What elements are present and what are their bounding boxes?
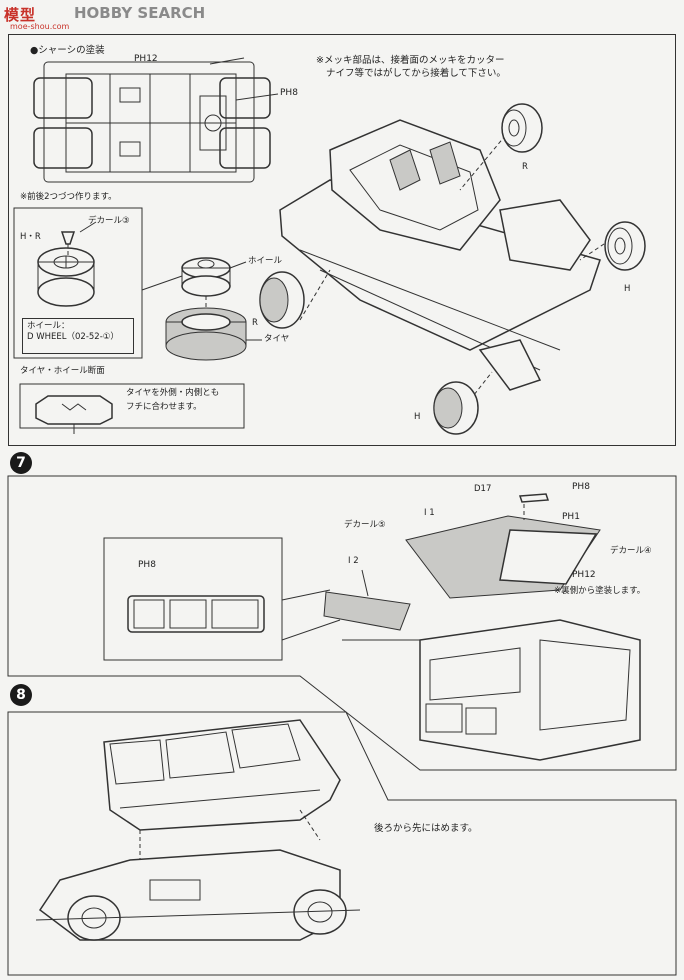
color-code-ph12-b: PH12: [572, 570, 596, 580]
chassis-assembly-view: [279, 119, 611, 401]
site-logo-en: HOBBY SEARCH: [74, 4, 206, 22]
windows-and-roof-view: [323, 493, 601, 631]
wheel-label: ホイール: [248, 256, 283, 266]
site-logo-url: moe-shou.com: [10, 22, 70, 31]
r-label-2: R: [252, 318, 258, 328]
wheel-exploded-view: [13, 207, 262, 434]
wheel-info-line1: ホイール：: [27, 321, 70, 331]
step-8-number: 8: [10, 684, 32, 706]
section-note-line2: フチに合わせます。: [126, 402, 202, 412]
step6-panel: [8, 34, 676, 446]
chassis-bottom-view: [33, 57, 279, 183]
part-i1-label: I 1: [424, 508, 435, 518]
decal-3-label: デカール③: [88, 216, 130, 226]
part-i2-label: I 2: [348, 556, 359, 566]
body-shell-view: [342, 619, 641, 761]
part-d17-label: D17: [474, 484, 492, 494]
window-color-code-ph8: PH8: [138, 560, 156, 570]
color-code-ph8: PH8: [280, 88, 298, 98]
chrome-note-line1: ※メッキ部品は、接着面のメッキをカッター: [316, 55, 505, 66]
step7-panel-outline: [7, 475, 677, 771]
h-label-2: H: [414, 412, 421, 422]
step8-panel-outline: [7, 711, 677, 976]
tire-front-left: [433, 381, 479, 435]
wheel-info-line2: D WHEEL（02-52-①）: [27, 332, 119, 342]
color-code-ph12: PH12: [134, 54, 158, 64]
chassis-paint-label: ●シャーシの塗装: [30, 45, 105, 56]
step-7-number: 7: [10, 452, 32, 474]
make-two-note: ※前後2つづつ作ります。: [20, 192, 117, 202]
body-assembly-view: [35, 719, 361, 941]
tire-rear-right: [501, 103, 543, 153]
color-code-ph1: PH1: [562, 512, 580, 522]
site-logo-cn: 模型: [4, 6, 37, 24]
color-code-ph8-b: PH8: [572, 482, 590, 492]
chrome-note-line2: ナイフ等ではがしてから接着して下さい。: [326, 68, 506, 79]
window-detail-box: [103, 537, 341, 661]
h-label-1: H: [624, 284, 631, 294]
hr-label: H・R: [20, 232, 41, 242]
r-label-1: R: [522, 162, 528, 172]
wheel-info-box: ホイール： D WHEEL（02-52-①）: [22, 318, 134, 354]
section-note-line1: タイヤを外側・内側とも: [126, 388, 220, 398]
tire-wheel-section-label: タイヤ・ホイール断面: [20, 366, 105, 376]
rear-first-note: 後ろから先にはめます。: [374, 823, 478, 834]
tire-front-right: [604, 221, 646, 271]
tire-rear-left: [259, 271, 305, 329]
decal-5-label: デカール⑤: [344, 520, 386, 530]
back-paint-note: ※裏側から塗装します。: [554, 586, 646, 596]
decal-4-label: デカール④: [610, 546, 652, 556]
tire-label: タイヤ: [264, 334, 290, 344]
